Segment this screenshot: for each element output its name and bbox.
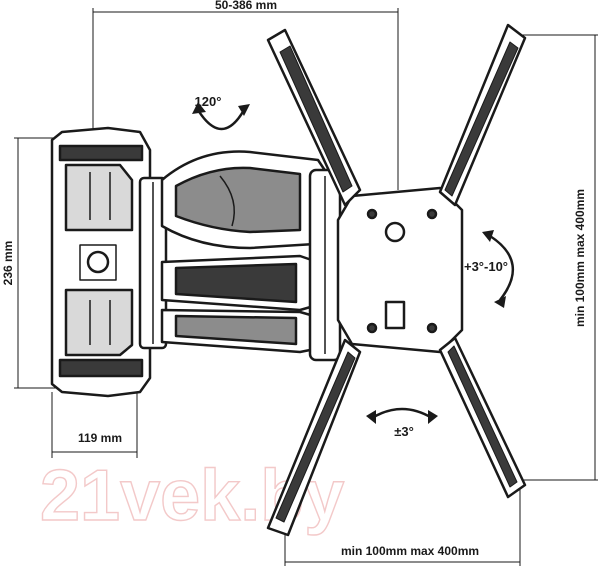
- rotation-label: ±3°: [394, 424, 414, 439]
- tilt-label: +3°-10°: [464, 259, 508, 274]
- adjustment-arrows: [192, 102, 515, 424]
- swivel-arm: [138, 150, 342, 362]
- wall-plate-bolt-hole: [86, 250, 110, 274]
- vesa-horizontal-label: min 100mm max 400mm: [341, 544, 479, 558]
- vesa-center-hole: [384, 221, 406, 243]
- swivel-label: 120°: [195, 94, 222, 109]
- depth-label: 119 mm: [78, 431, 122, 445]
- vesa-vertical-label: min 100mm max 400mm: [573, 189, 587, 327]
- height-label: 236 mm: [1, 241, 15, 286]
- dimension-lines: [14, 8, 598, 566]
- arm-extension-label: 50-386 mm: [215, 0, 277, 12]
- vesa-bracket: [266, 23, 527, 537]
- vesa-lock-slot: [384, 300, 406, 330]
- wall-plate: [50, 126, 152, 398]
